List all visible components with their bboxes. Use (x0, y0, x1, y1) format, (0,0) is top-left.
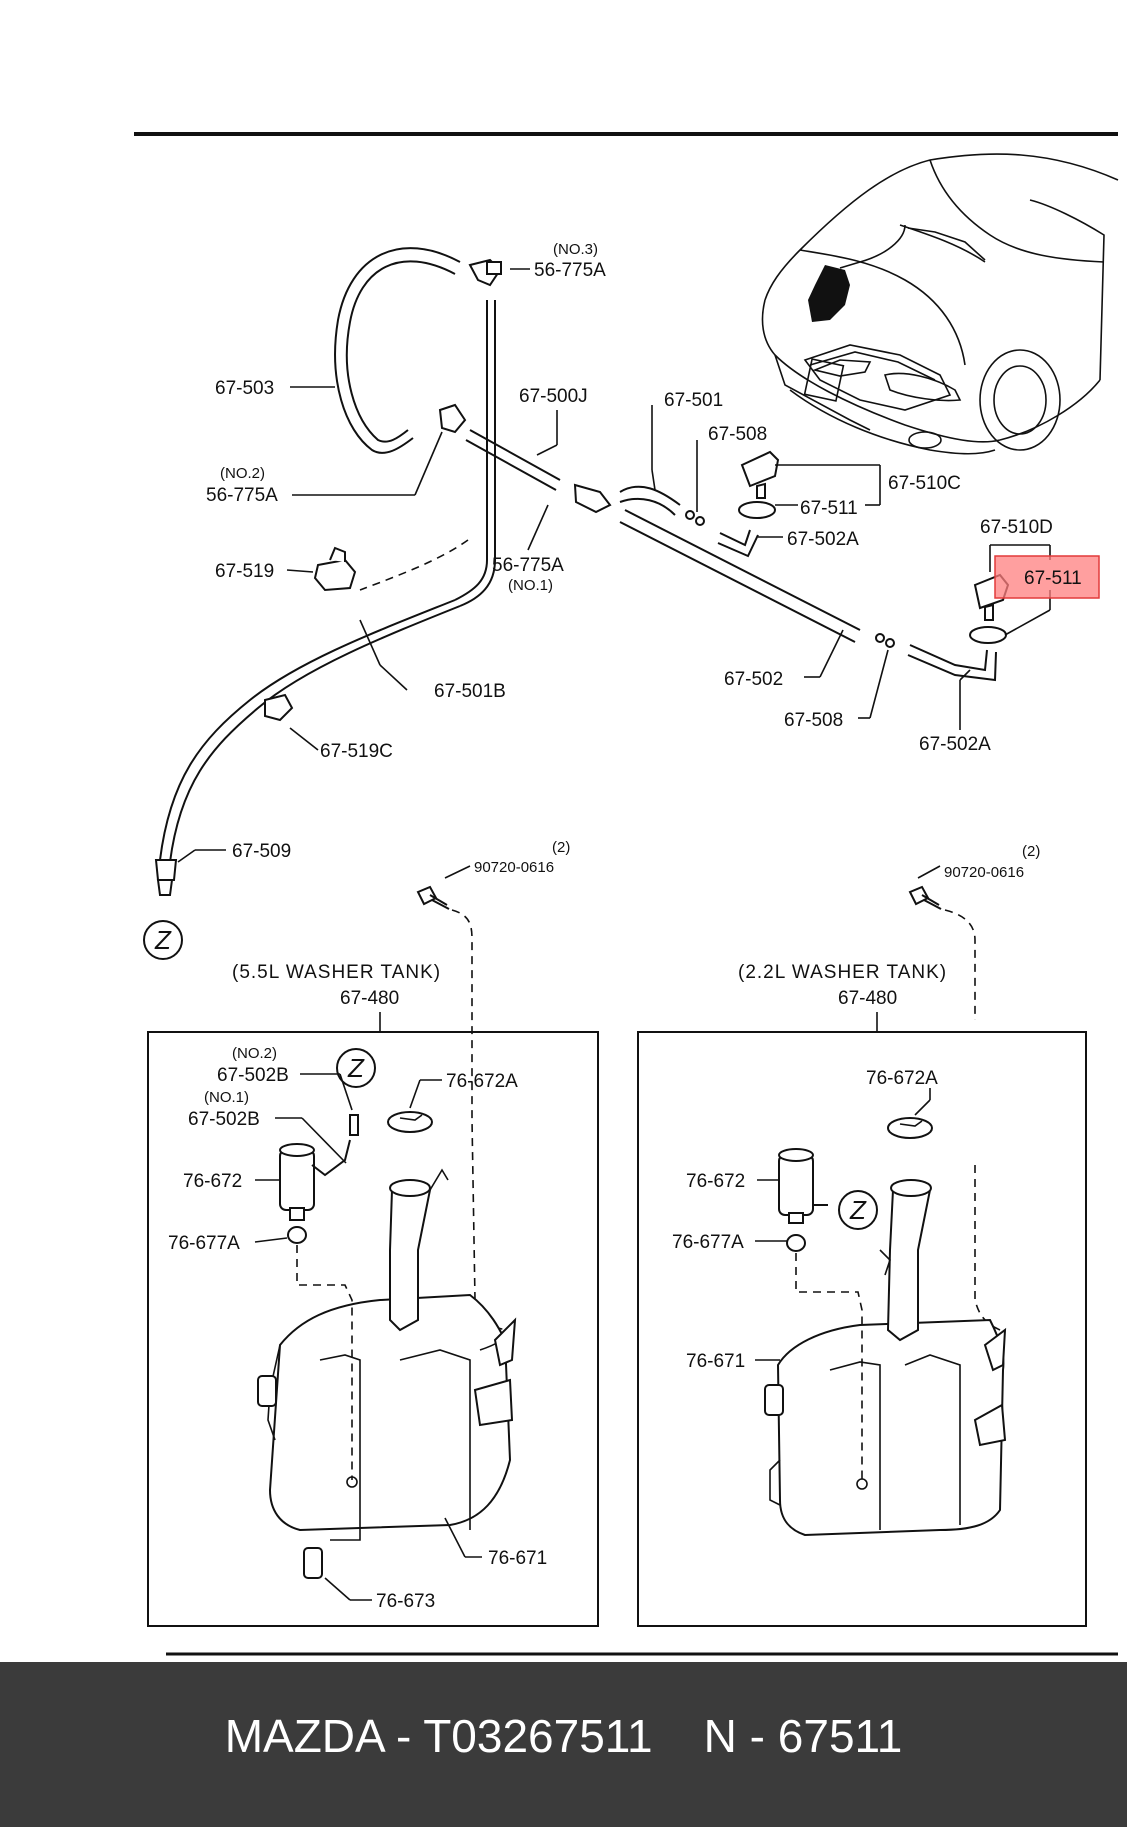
label-67-508-bottom: 67-508 (784, 710, 843, 731)
label-qty-left: (2) (552, 839, 570, 856)
label-left-no1: (NO.1) (204, 1089, 249, 1106)
label-56-775A-left: 56-775A (206, 485, 278, 506)
label-bolt-left: 90720-0616 (474, 859, 554, 876)
label-left-76-672: 76-672 (183, 1171, 242, 1192)
tank-2-2l-leaders (755, 1088, 931, 1361)
label-67-502: 67-502 (724, 669, 783, 690)
label-tank-5-5l-title: (5.5L WASHER TANK) (232, 962, 441, 983)
label-left-67-502B-b: 67-502B (188, 1109, 260, 1130)
label-tank-5-5l-number: 67-480 (340, 988, 399, 1009)
caption-bar: MAZDA - T03267511 N - 67511 (0, 1662, 1127, 1827)
label-no1: (NO.1) (508, 577, 553, 594)
label-67-511-mid: 67-511 (800, 498, 858, 519)
label-left-76-672A: 76-672A (446, 1071, 518, 1092)
label-qty-right: (2) (1022, 843, 1040, 860)
hose-assembly (154, 247, 1010, 896)
label-left-76-677A: 76-677A (168, 1233, 240, 1254)
label-bolt-right: 90720-0616 (944, 864, 1024, 881)
label-67-500J: 67-500J (519, 386, 588, 407)
label-67-502A-bottom: 67-502A (919, 734, 991, 755)
label-left-76-673: 76-673 (376, 1591, 435, 1612)
label-67-510C: 67-510C (888, 473, 961, 494)
parts-diagram: Z (134, 132, 1119, 1656)
label-56-775A-top: 56-775A (534, 260, 606, 281)
caption-text: MAZDA - T03267511 N - 67511 (224, 1710, 903, 1762)
z-main-text: Z (154, 925, 172, 955)
label-67-502A-top: 67-502A (787, 529, 859, 550)
label-67-503: 67-503 (215, 378, 274, 399)
label-56-775A-mid: 56-775A (492, 555, 564, 576)
bolt-left (416, 865, 511, 1331)
label-no3: (NO.3) (553, 241, 598, 258)
leader-lines (177, 268, 1051, 863)
z-left-text: Z (347, 1053, 365, 1083)
label-67-501B: 67-501B (434, 681, 506, 702)
z-circle-right (838, 1190, 878, 1230)
label-67-510D: 67-510D (980, 517, 1053, 538)
bolt-right (908, 865, 1001, 1331)
label-67-508-top: 67-508 (708, 424, 767, 445)
label-left-no2: (NO.2) (232, 1045, 277, 1062)
tank-2-2l-illustration (764, 1117, 1007, 1537)
label-tank-2-2l-title: (2.2L WASHER TANK) (738, 962, 947, 983)
label-67-511-highlighted: 67-511 (1024, 568, 1082, 589)
z-right-text: Z (849, 1195, 867, 1225)
highlight-box-67-511 (994, 555, 1100, 599)
label-right-76-671: 76-671 (686, 1351, 745, 1372)
tank-2-2l-box (637, 1031, 1087, 1627)
label-right-76-672: 76-672 (686, 1171, 745, 1192)
tank-5-5l-illustration (257, 1111, 517, 1579)
label-left-76-671: 76-671 (488, 1548, 547, 1569)
label-left-67-502B-a: 67-502B (217, 1065, 289, 1086)
label-no2: (NO.2) (220, 465, 265, 482)
label-right-76-677A: 76-677A (672, 1232, 744, 1253)
z-circle-main (143, 920, 183, 960)
label-67-519: 67-519 (215, 561, 274, 582)
label-67-509: 67-509 (232, 841, 291, 862)
label-67-501: 67-501 (664, 390, 723, 411)
z-circle-left (336, 1048, 376, 1088)
label-tank-2-2l-number: 67-480 (838, 988, 897, 1009)
label-67-519C: 67-519C (320, 741, 393, 762)
car-illustration (761, 153, 1119, 455)
tank-5-5l-box (147, 1031, 599, 1627)
label-right-76-672A: 76-672A (866, 1068, 938, 1089)
